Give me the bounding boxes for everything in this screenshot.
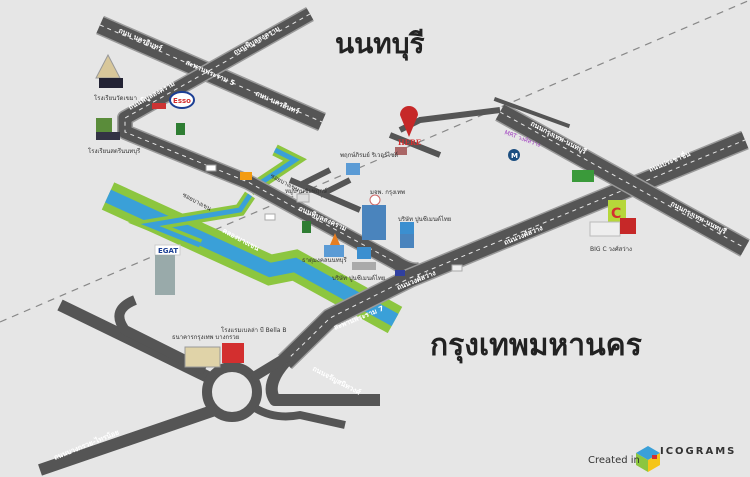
school-2-landmark[interactable]: โรงเรียนสตรีนนทบุรี (88, 118, 141, 155)
svg-text:ธาตุมงคลนนทบุรี: ธาตุมงคลนนทบุรี (302, 256, 347, 264)
svg-text:โรงเรียนสตรีนนทบุรี: โรงเรียนสตรีนนทบุรี (88, 147, 141, 155)
village-landmark[interactable]: หมู่บ้านชัยพฤกษ์ (285, 187, 327, 203)
svg-text:บริษัท ปูนซีเมนต์ไทย: บริษัท ปูนซีเมนต์ไทย (398, 215, 451, 223)
created-in-text: Created in (588, 455, 640, 466)
canal (101, 144, 403, 334)
road-label-charansanitwong: ถนนจรัญสนิทวงศ์ (311, 364, 363, 397)
bigc-store[interactable]: C BIG C วงศ์สว่าง (589, 200, 636, 253)
bella-b-hotel[interactable]: โรงแรมเบลล่า บี Bella B (221, 326, 286, 363)
soi-label-1: ซอยบางเขน (181, 192, 212, 213)
car-icon (395, 270, 405, 276)
svg-text:BIG C วงศ์สว่าง: BIG C วงศ์สว่าง (590, 245, 632, 253)
svg-text:ธนาคารกรุงเทพ บางกรวย: ธนาคารกรุงเทพ บางกรวย (172, 334, 239, 341)
svg-text:โรงเรียนวัดเขมา: โรงเรียนวัดเขมา (94, 94, 137, 102)
temple-landmark[interactable]: ธาตุมงคลนนทบุรี (302, 233, 347, 264)
svg-text:Esso: Esso (173, 97, 191, 105)
egat-building[interactable]: EGAT (154, 244, 181, 295)
road-network (38, 7, 750, 476)
university-landmark[interactable]: มจพ. กรุงเทพ (362, 189, 405, 240)
svg-text:มจพ. กรุงเทพ: มจพ. กรุงเทพ (370, 189, 405, 196)
car-icon (264, 213, 276, 221)
esso-station-icon[interactable]: Esso (152, 91, 195, 109)
dpac-office-2[interactable]: บริษัท ปูนซีเมนต์ไทย (332, 247, 385, 282)
region-label-nonthaburi: นนทบุรี (335, 27, 425, 60)
seven-eleven-icon (302, 221, 311, 233)
icograms-brand-link[interactable]: ICOGRAMS (660, 446, 737, 457)
svg-text:โรงแรมเบลล่า บี Bella B: โรงแรมเบลล่า บี Bella B (221, 326, 286, 334)
icograms-logo-icon (636, 446, 660, 472)
svg-text:M: M (511, 152, 518, 160)
region-label-bangkok: กรุงเทพมหานคร (430, 328, 642, 363)
school-1-landmark[interactable]: โรงเรียนวัดเขมา (94, 53, 137, 102)
seven-eleven-icon (176, 123, 185, 135)
here-pin-marker[interactable]: HERE (395, 106, 421, 155)
svg-text:บริษัท ปูนซีเมนต์ไทย: บริษัท ปูนซีเมนต์ไทย (332, 274, 385, 282)
trees-icon (572, 170, 594, 182)
bank-building[interactable]: ธนาคารกรุงเทพ บางกรวย (172, 334, 239, 368)
car-icon (451, 264, 463, 272)
truck-icon (240, 172, 252, 180)
svg-text:หมู่บ้านชัยพฤกษ์: หมู่บ้านชัยพฤกษ์ (285, 187, 327, 195)
dpac-office-1[interactable]: บริษัท ปูนซีเมนต์ไทย (398, 215, 451, 248)
condo-landmark[interactable]: พฤกษ์ภิรมย์ ริเวอร์ไซด์ (340, 151, 398, 175)
svg-text:HERE: HERE (398, 138, 421, 147)
province-boundary-line (0, 0, 750, 323)
svg-text:พฤกษ์ภิรมย์ ริเวอร์ไซด์: พฤกษ์ภิรมย์ ริเวอร์ไซด์ (340, 151, 398, 159)
svg-text:C: C (611, 206, 621, 222)
car-icon (205, 164, 217, 172)
svg-text:EGAT: EGAT (158, 247, 178, 255)
